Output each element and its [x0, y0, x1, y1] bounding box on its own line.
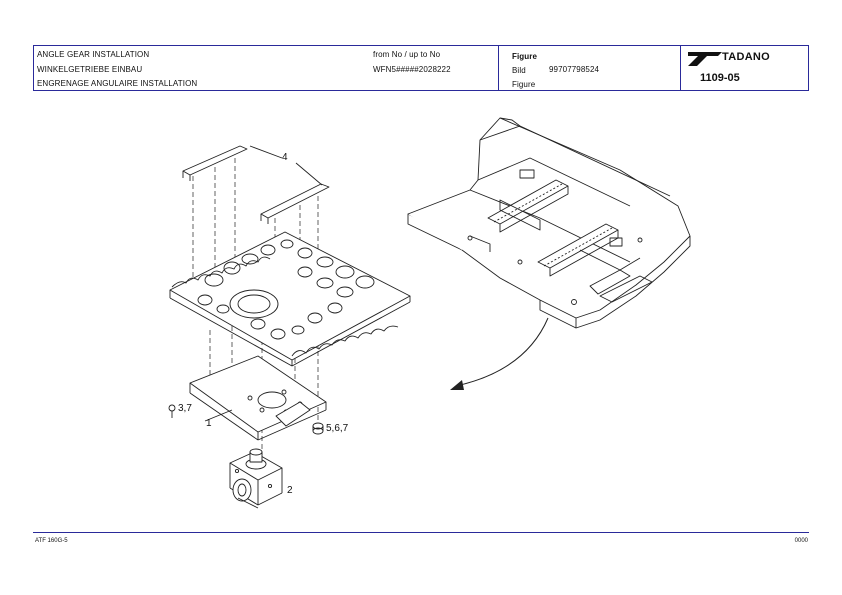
callout-2: 2	[287, 485, 293, 496]
part-4-strips	[182, 145, 330, 224]
range-value: WFN5#####2028222	[373, 65, 451, 74]
title-block: ANGLE GEAR INSTALLATION WINKELGETRIEBE E…	[33, 45, 809, 91]
title-french: ENGRENAGE ANGULAIRE INSTALLATION	[37, 79, 198, 88]
vehicle-frame	[407, 117, 691, 329]
tadano-logo-icon	[688, 52, 722, 66]
part-1-bracket	[189, 355, 327, 441]
divider-1	[498, 46, 499, 90]
perforated-plate	[169, 231, 411, 367]
footer-model: ATF 160G-5	[35, 538, 68, 544]
footer-page: 0000	[794, 538, 808, 544]
figure-number: 99707798524	[549, 65, 600, 74]
callout-4: 4	[282, 152, 288, 163]
title-english: ANGLE GEAR INSTALLATION	[37, 50, 150, 59]
divider-2	[680, 46, 681, 90]
callout-3-7: 3,7	[178, 403, 192, 414]
footer-divider	[33, 532, 809, 533]
bolt-567	[312, 422, 324, 435]
figure-label-fr: Figure	[512, 80, 536, 89]
callout-1: 1	[206, 418, 212, 429]
figure-label-en: Figure	[512, 52, 538, 61]
detail-arrow	[455, 317, 549, 387]
bolt-37	[168, 404, 176, 418]
title-german: WINKELGETRIEBE EINBAU	[37, 65, 143, 74]
brand-name: TADANO	[722, 51, 771, 63]
figure-label-de: Bild	[512, 66, 526, 75]
callout-5-6-7: 5,6,7	[326, 423, 349, 434]
part-2-angle-gear	[229, 448, 283, 509]
range-label: from No / up to No	[373, 50, 441, 59]
page-code: 1109-05	[700, 72, 740, 84]
